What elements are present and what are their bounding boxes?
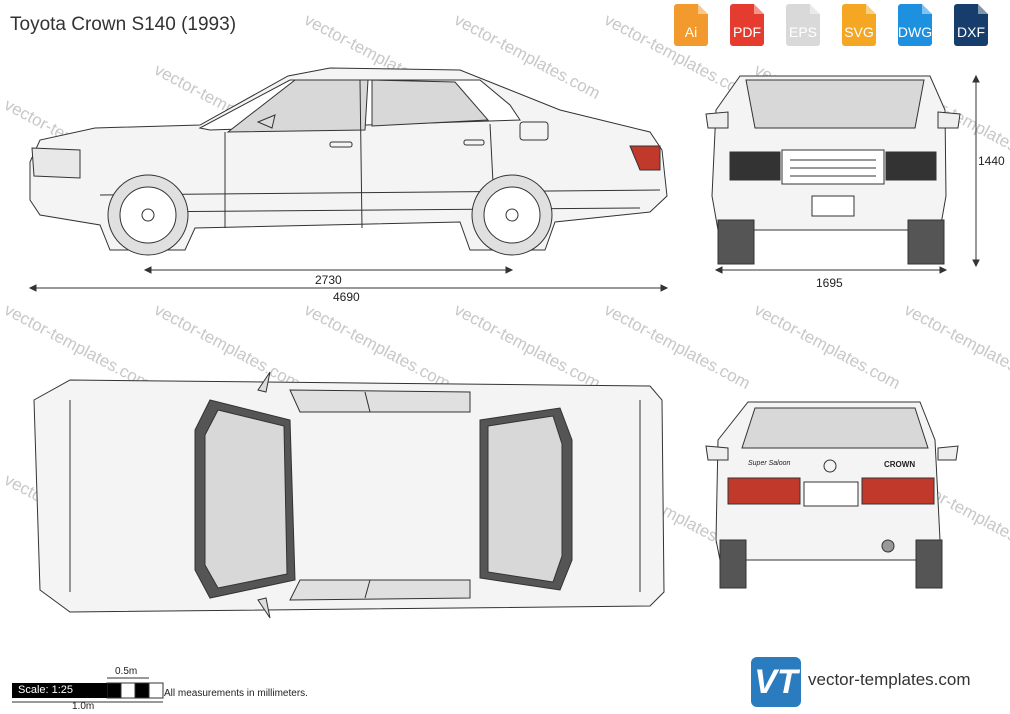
rear-trim-badge: Super Saloon: [748, 460, 791, 467]
svg-format-icon[interactable]: SVG: [838, 4, 880, 48]
measurement-note: All measurements in millimeters.: [164, 688, 308, 699]
scale-label: Scale: 1:25: [12, 683, 107, 698]
height-label: 1440: [978, 154, 1005, 168]
front-view: [705, 75, 961, 265]
format-label: EPS: [788, 24, 817, 40]
one-meter-label: 1.0m: [72, 701, 95, 712]
rear-view: [705, 401, 959, 589]
vt-logo-icon: VT: [751, 657, 801, 707]
side-view: [29, 67, 668, 256]
format-label: Ai: [684, 24, 698, 40]
page-title: Toyota Crown S140 (1993): [10, 14, 237, 35]
top-view: [33, 371, 665, 619]
format-label: SVG: [844, 24, 874, 40]
width-label: 1695: [816, 276, 843, 290]
length-label: 4690: [333, 290, 360, 304]
rear-model-badge: CROWN: [884, 460, 916, 469]
dxf-format-icon[interactable]: DXF: [950, 4, 992, 48]
format-label: DWG: [897, 24, 933, 40]
format-label: PDF: [733, 24, 761, 40]
half-meter-label: 0.5m: [115, 666, 138, 677]
eps-format-icon[interactable]: EPS: [782, 4, 824, 48]
ai-format-icon[interactable]: Ai: [670, 4, 712, 48]
format-label: DXF: [957, 24, 985, 40]
brand-site[interactable]: vector-templates.com: [808, 670, 971, 689]
dwg-format-icon[interactable]: DWG: [894, 4, 936, 48]
pdf-format-icon[interactable]: PDF: [726, 4, 768, 48]
wheelbase-label: 2730: [315, 273, 342, 287]
